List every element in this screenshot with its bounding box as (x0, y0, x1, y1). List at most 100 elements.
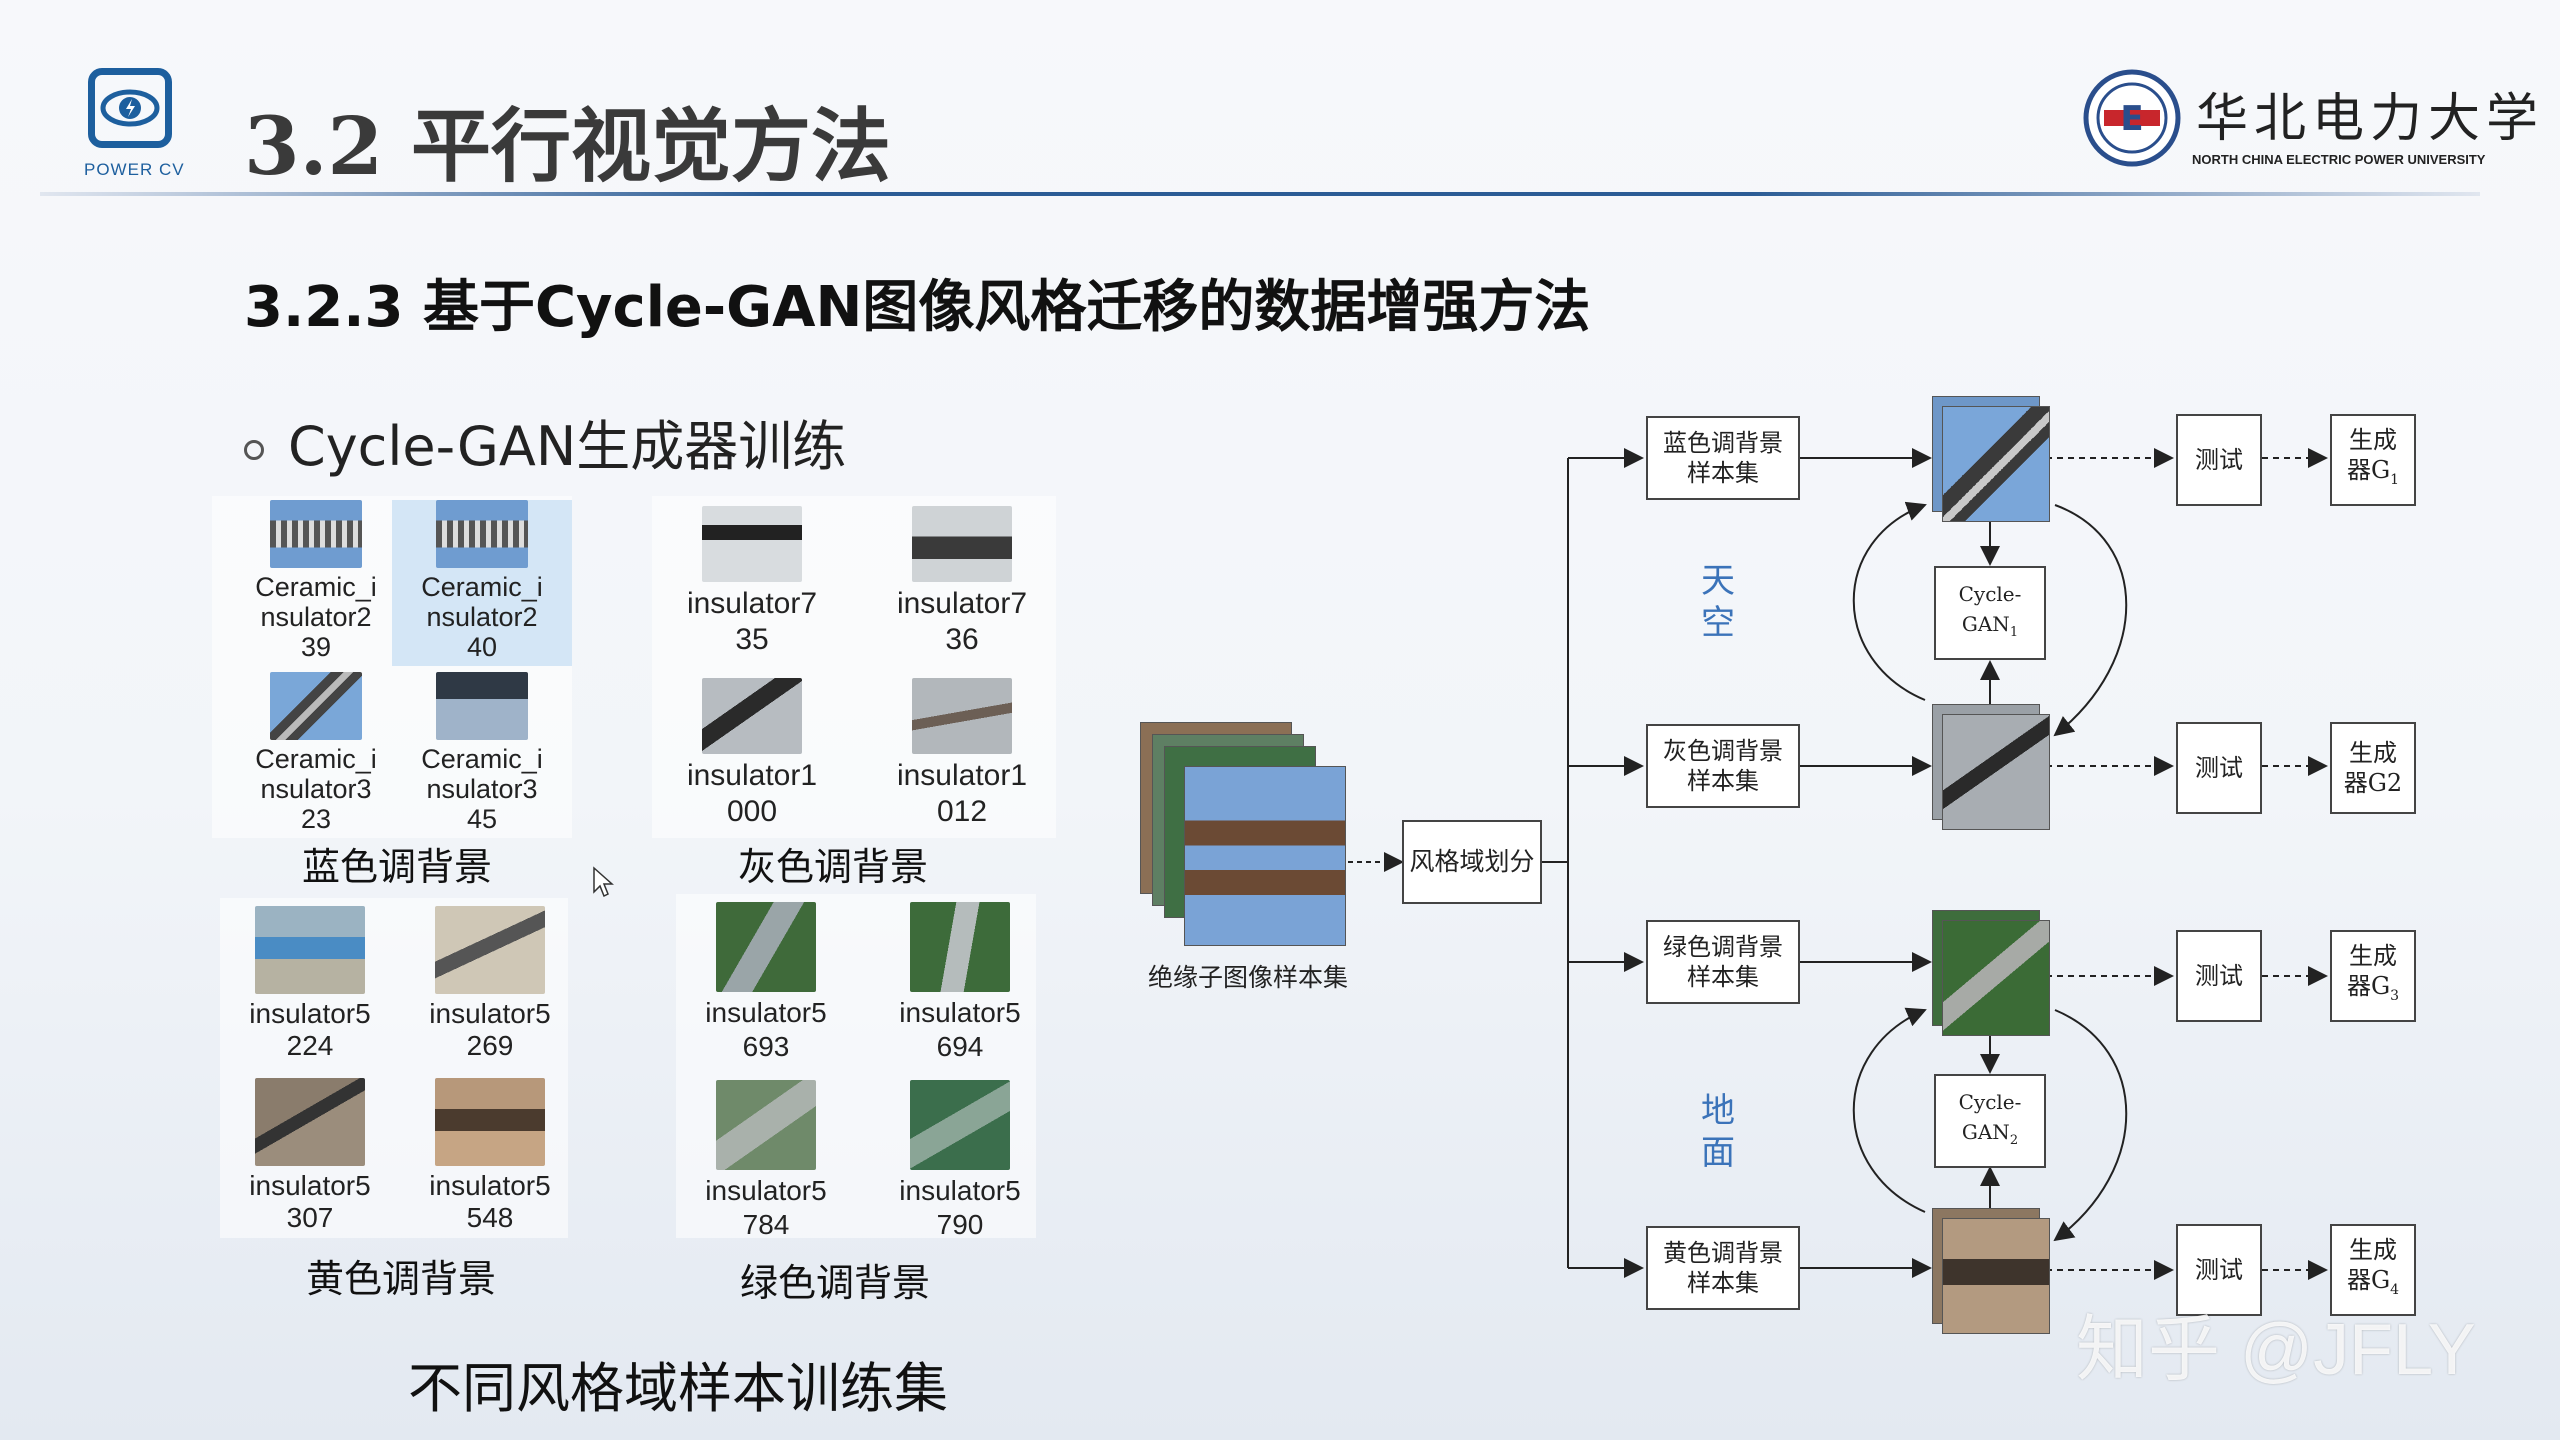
bullet-text: Cycle-GAN生成器训练 (288, 415, 847, 478)
item-label-line: 40 (466, 632, 498, 662)
slide-title: 3.2 平行视觉方法 (244, 99, 892, 193)
stack-layer (1184, 766, 1346, 946)
cyclegan-1-box: Cycle- GAN1 (1934, 566, 2046, 660)
domain-split-box: 风格域划分 (1402, 820, 1542, 904)
box-label: 生成 (2349, 942, 2397, 971)
item-label-line: insulator7 (686, 587, 818, 620)
sample-thumbnail (435, 906, 545, 994)
list-item[interactable]: insulator7 35 (662, 506, 842, 658)
sample-thumbnail (436, 500, 528, 568)
group-caption: 黄色调背景 (306, 1257, 497, 1301)
list-item[interactable]: insulator5 548 (400, 1078, 580, 1234)
sample-thumbnail (435, 1078, 545, 1166)
item-label-line: 35 (735, 623, 769, 656)
svg-text:E: E (2120, 99, 2143, 139)
test-box: 测试 (2176, 722, 2262, 814)
list-item[interactable]: insulator5 784 (676, 1080, 856, 1242)
item-label-line: nsulator2 (426, 602, 538, 632)
domain-char: 地 (1701, 1091, 1735, 1131)
power-cv-logo: POWER CV (84, 64, 184, 184)
box-label: 样本集 (1687, 1269, 1759, 1297)
item-label-line: insulator1 (896, 759, 1028, 792)
source-set-label: 绝缘子图像样本集 (1148, 963, 1349, 992)
item-label-line: 548 (466, 1202, 514, 1233)
item-label-line: insulator5 (429, 998, 551, 1029)
test-box: 测试 (2176, 930, 2262, 1022)
green-image-stack (1932, 910, 2050, 1036)
box-label: 测试 (2195, 962, 2243, 990)
item-label-line: insulator1 (686, 759, 818, 792)
generator-box: 生成 器G1 (2330, 414, 2416, 506)
item-label-line: 224 (286, 1030, 334, 1061)
list-item[interactable]: insulator5 224 (220, 906, 400, 1062)
group-caption: 灰色调背景 (738, 845, 929, 889)
item-label-line: 790 (936, 1209, 984, 1240)
item-label-line: Ceramic_i (421, 744, 543, 774)
eye-icon (88, 68, 172, 148)
blue-sample-set-box: 蓝色调背景样本集 (1646, 416, 1800, 500)
list-item[interactable]: insulator7 36 (872, 506, 1052, 658)
item-label-line: 694 (936, 1031, 984, 1062)
domain-char: 空 (1701, 603, 1735, 643)
box-subscript: 3 (2390, 987, 2400, 1004)
item-label-line: insulator5 (899, 1175, 1021, 1206)
box-label: 样本集 (1687, 963, 1759, 991)
item-label-line: insulator5 (705, 1175, 827, 1206)
box-label: GAN (1961, 1119, 2010, 1144)
list-item[interactable]: insulator5 790 (870, 1080, 1050, 1242)
box-label: 绿色调背景 (1663, 933, 1783, 961)
sample-thumbnail (702, 506, 802, 582)
cyclegan-2-box: Cycle- GAN2 (1934, 1074, 2046, 1168)
list-item[interactable]: insulator5 269 (400, 906, 580, 1062)
sample-thumbnail (716, 1080, 816, 1170)
gray-image-stack (1932, 704, 2050, 830)
list-item[interactable]: insulator5 307 (220, 1078, 400, 1234)
generator-box: 生成 器G4 (2330, 1224, 2416, 1316)
sample-thumbnail (912, 506, 1012, 582)
yellow-sample-group: insulator5 224 insulator5 269 insulator5… (220, 898, 568, 1238)
source-image-stack (1140, 722, 1350, 948)
domain-char: 面 (1701, 1133, 1735, 1173)
green-sample-group: insulator5 693 insulator5 694 insulator5… (676, 894, 1036, 1240)
box-label: 样本集 (1687, 459, 1759, 487)
yellow-sample-set-box: 黄色调背景样本集 (1646, 1226, 1800, 1310)
item-label-line: insulator5 (429, 1170, 551, 1201)
group-caption: 绿色调背景 (740, 1261, 931, 1305)
domain-char: 天 (1701, 561, 1735, 601)
list-item[interactable]: insulator5 694 (870, 902, 1050, 1064)
item-label-line: nsulator2 (260, 602, 372, 632)
box-label: 器G (2346, 1266, 2391, 1295)
item-label-line: Ceramic_i (255, 572, 377, 602)
item-label-line: Ceramic_i (255, 744, 377, 774)
group-caption: 蓝色调背景 (302, 845, 493, 889)
sample-thumbnail (255, 906, 365, 994)
item-label-line: insulator5 (249, 998, 371, 1029)
test-box: 测试 (2176, 1224, 2262, 1316)
item-label-line: 012 (936, 795, 988, 828)
box-label: 生成 (2349, 1236, 2397, 1265)
domain-sky-label: 天 空 (1698, 560, 1738, 644)
blue-image-stack (1932, 396, 2050, 522)
item-label-line: 693 (742, 1031, 790, 1062)
list-item[interactable]: insulator1 012 (872, 678, 1052, 830)
green-sample-set-box: 绿色调背景样本集 (1646, 920, 1800, 1004)
item-label-line: 36 (945, 623, 979, 656)
list-item[interactable]: Ceramic_i nsulator3 45 (392, 672, 572, 838)
box-label: 灰色调背景 (1663, 737, 1783, 765)
stack-layer (1942, 920, 2050, 1036)
item-label-line: Ceramic_i (421, 572, 543, 602)
stack-layer (1942, 714, 2050, 830)
gray-sample-group: insulator7 35 insulator7 36 insulator1 0… (652, 496, 1056, 838)
item-label-line: 784 (742, 1209, 790, 1240)
list-item[interactable]: Ceramic_i nsulator3 23 (226, 672, 406, 838)
item-label-line: 39 (300, 632, 332, 662)
figure-caption: 不同风格域样本训练集 (408, 1357, 948, 1420)
list-item[interactable]: insulator5 693 (676, 902, 856, 1064)
stack-layer (1942, 1218, 2050, 1334)
box-label: 器G (2346, 456, 2391, 485)
box-label: 黄色调背景 (1663, 1239, 1783, 1267)
list-item[interactable]: Ceramic_i nsulator2 39 (226, 500, 406, 666)
blue-sample-group: Ceramic_i nsulator2 39 Ceramic_i nsulato… (212, 496, 572, 838)
list-item-selected[interactable]: Ceramic_i nsulator2 40 (392, 500, 572, 666)
list-item[interactable]: insulator1 000 (662, 678, 842, 830)
